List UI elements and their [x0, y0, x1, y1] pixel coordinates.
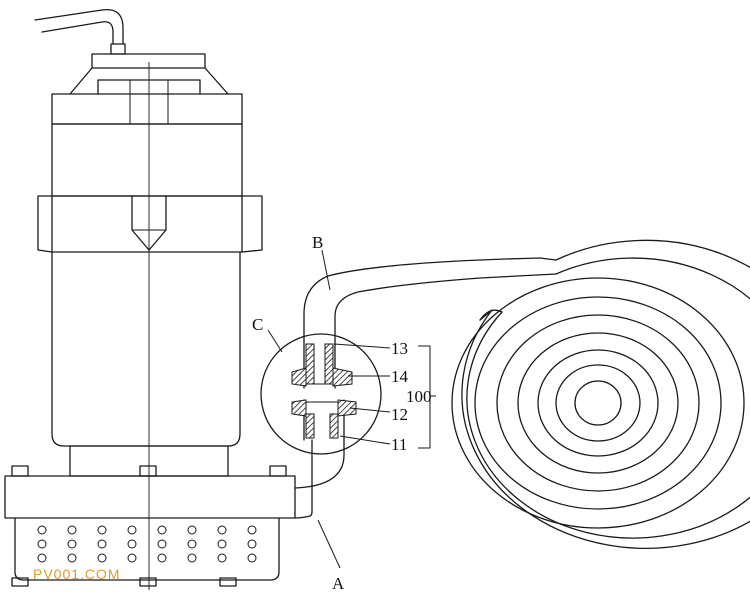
strainer-hole	[217, 553, 227, 563]
label-c: C	[252, 315, 263, 334]
strainer-hole	[127, 539, 137, 549]
quick-connector-assembly	[291, 339, 357, 441]
strainer-hole	[187, 525, 197, 535]
strainer-hole	[67, 553, 77, 563]
pump-head	[51, 53, 243, 125]
label-14: 14	[391, 367, 409, 386]
upper-sleeve	[305, 343, 315, 385]
label-13: 13	[391, 339, 408, 358]
strainer-hole	[187, 539, 197, 549]
strainer-hole	[127, 525, 137, 535]
strainer-hole	[97, 525, 107, 535]
strainer-hole	[247, 525, 257, 535]
strainer-hole	[217, 539, 227, 549]
power-cable	[34, 8, 126, 55]
label-100: 100	[406, 387, 432, 406]
label-11: 11	[391, 435, 407, 454]
detail-circle-c	[260, 333, 382, 455]
strainer-hole	[157, 539, 167, 549]
lower-sleeve	[305, 413, 315, 439]
discharge-pipe	[294, 439, 345, 519]
strainer-hole	[37, 539, 47, 549]
strainer-hole	[157, 525, 167, 535]
leader-lines	[267, 249, 436, 569]
motor-housing	[37, 123, 263, 447]
strainer-hole	[187, 553, 197, 563]
strainer-hole	[37, 525, 47, 535]
strainer-hole	[217, 525, 227, 535]
hose	[303, 257, 557, 341]
strainer-hole	[37, 553, 47, 563]
upper-flange	[291, 367, 307, 387]
strainer-hole	[97, 553, 107, 563]
strainer-holes	[37, 525, 257, 563]
strainer-hole	[127, 553, 137, 563]
hose-reel	[451, 239, 750, 549]
watermark: PV001.COM	[33, 566, 121, 582]
strainer-hole	[97, 539, 107, 549]
strainer-hole	[157, 553, 167, 563]
strainer-hole	[247, 539, 257, 549]
strainer-hole	[247, 553, 257, 563]
strainer-hole	[67, 525, 77, 535]
label-12: 12	[391, 405, 408, 424]
label-b: B	[312, 233, 323, 252]
strainer-hole	[67, 539, 77, 549]
label-a: A	[332, 574, 345, 593]
pump-base	[4, 445, 296, 587]
lower-flange	[291, 399, 307, 417]
